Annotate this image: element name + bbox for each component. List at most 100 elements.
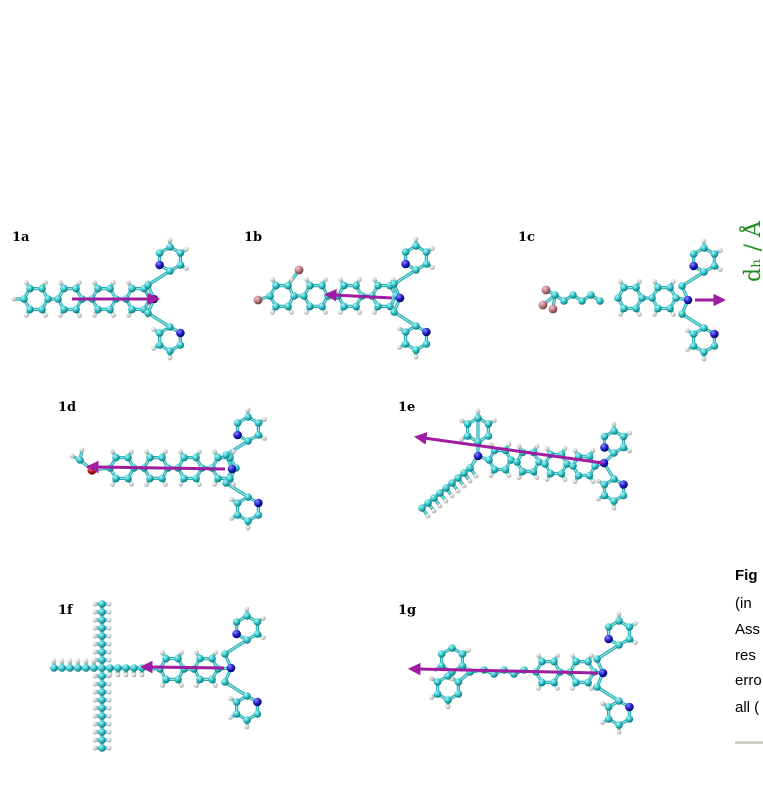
hydrogen-atom [106,609,112,615]
bond-highlight [225,482,249,498]
hydrogen-atom [228,696,233,701]
carbon-atom [72,284,80,293]
carbon-atom [98,744,106,752]
hydrogen-atom [618,279,623,284]
carbon-atom [106,305,114,314]
hydrogen-atom [106,713,112,719]
hydrogen-atom [506,442,512,447]
carbon-atom [593,655,601,663]
carbon-atom [654,304,662,313]
hydrogen-atom [144,449,149,454]
hydrogen-atom [637,279,642,284]
carbon-atom [244,413,252,421]
hydrogen-atom [397,326,402,331]
carbon-atom [632,304,640,313]
hydrogen-atom [184,266,189,271]
carbon-atom [192,453,200,462]
bond-highlight [681,271,705,287]
carbon-atom [98,736,106,744]
bromine-atom [538,300,548,310]
bromine-atom [294,265,304,275]
hydrogen-atom [92,689,98,695]
hydrogen-atom [492,418,497,423]
hydrogen-atom [110,449,115,454]
hydrogen-atom [92,681,98,687]
carbon-atom [390,280,398,288]
carbon-atom [155,341,164,349]
carbon-atom [90,664,98,672]
dipole-arrow [414,432,604,465]
carbon-atom [638,294,646,302]
carbon-atom [44,295,52,303]
nitrogen-atom [625,702,634,712]
molecule-1f [50,600,266,752]
hydrogen-atom [459,418,464,423]
carbon-atom [401,340,410,348]
carbon-atom [501,465,510,474]
carbon-atom [390,308,398,316]
carbon-atom [513,458,521,466]
carbon-atom [232,710,241,718]
nitrogen-atom [176,328,185,338]
carbon-atom [604,623,613,631]
nitrogen-atom [395,293,405,303]
carbon-atom [454,474,462,482]
carbon-atom [585,452,594,461]
hydrogen-atom [106,721,112,727]
carbon-atom [66,664,74,672]
carbon-atom [158,453,166,462]
hydrogen-atom [289,277,294,282]
hydrogen-atom [572,479,578,484]
carbon-atom [340,302,348,311]
carbon-atom [666,283,674,292]
dipole-arrow [139,660,225,674]
carbon-atom [144,309,152,317]
carbon-atom [430,494,438,502]
carbon-atom [221,650,229,658]
carbon-atom [244,437,252,445]
carbon-atom [98,720,106,728]
hydrogen-atom [107,672,113,678]
hydrogen-atom [261,635,266,640]
carbon-atom [243,612,251,620]
carbon-atom [689,330,698,338]
carbon-atom [710,262,719,270]
nitrogen-atom [226,663,236,673]
carbon-atom [300,292,308,300]
hydrogen-atom [151,346,156,351]
carbon-atom [463,432,472,440]
carbon-atom [146,453,154,462]
bond-highlight [681,313,705,329]
carbon-atom [625,715,634,723]
carbon-atom [98,672,106,680]
hydrogen-atom [244,606,250,612]
hydrogen-atom [92,313,97,318]
hydrogen-atom [106,729,112,735]
bond-highlight [225,440,249,456]
hydrogen-atom [213,650,218,655]
carbon-atom [214,453,222,462]
carbon-atom [437,662,446,670]
carbon-atom [166,347,174,355]
carbon-atom [340,281,348,290]
carbon-atom [689,342,698,350]
hydrogen-atom [718,248,723,253]
carbon-atom [444,672,452,680]
carbon-atom [208,654,216,663]
hydrogen-atom [652,279,657,284]
carbon-atom [146,474,154,483]
bond-highlight [147,270,171,286]
hydrogen-atom [151,327,156,332]
hydrogen-atom [611,505,617,511]
carbon-atom [563,460,571,468]
carbon-atom [412,266,420,274]
carbon-atom [654,283,662,292]
hydrogen-atom [244,724,250,730]
carbon-atom [572,657,580,666]
carbon-atom [448,644,456,652]
panel-label-1g: 1g [398,603,416,618]
hydrogen-atom [129,449,134,454]
carbon-atom [619,432,628,441]
carbon-atom [214,474,222,483]
nitrogen-atom [710,329,719,339]
